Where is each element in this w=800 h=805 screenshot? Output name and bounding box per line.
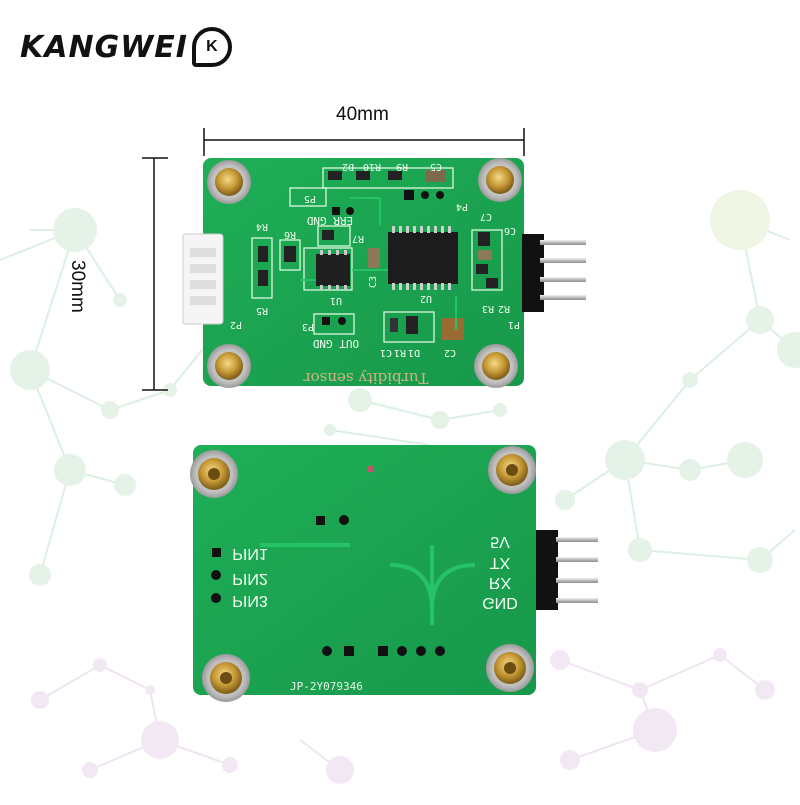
height-dimension-line [142, 157, 168, 391]
label-r4: R4 [256, 221, 268, 232]
front-mount-hole-tl [207, 160, 251, 204]
label-u1: U1 [330, 295, 342, 306]
label-r2: R2 [498, 303, 510, 314]
ic-u1 [316, 250, 350, 290]
serial-number: JP-2Y079346 [290, 680, 363, 693]
label-p5: P5 [304, 193, 316, 204]
label-c6: C6 [504, 225, 516, 236]
label-c3: C3 [368, 276, 379, 288]
front-pin-header [522, 234, 586, 312]
label-c1: C1 [380, 347, 392, 358]
back-right-pin-labels: 5V TX RX GND [482, 533, 518, 611]
back-traces [260, 543, 476, 625]
label-r5: R5 [256, 305, 268, 316]
pin3-label: PIN3 [232, 592, 268, 609]
front-mount-hole-bl [207, 344, 251, 388]
label-r6: R6 [284, 229, 296, 240]
front-mount-hole-tr [478, 158, 522, 202]
back-left-pin-labels: PIN1 PIN2 PIN3 [232, 545, 268, 609]
label-d2: D2 [342, 161, 354, 172]
pin-5v-label: 5V [490, 533, 510, 550]
back-standoff-tl [190, 450, 238, 498]
ic-u2 [388, 226, 458, 290]
back-standoff-br [486, 644, 534, 692]
back-standoff-tr [488, 446, 536, 494]
background-network [0, 190, 800, 784]
pin-tx-label: TX [490, 554, 511, 571]
brand-logo: KANGWEI K [20, 22, 232, 72]
label-d1: D1 [408, 347, 420, 358]
back-pin-header [536, 530, 598, 610]
label-out-gnd: OUT GND [313, 337, 359, 350]
front-board: D2 R10 R9 C5 P5 ERR GND R7 C7 C6 R4 R6 U… [182, 158, 586, 388]
back-board: PIN1 PIN2 PIN3 5V TX RX GND JP-2Y079346 [190, 445, 598, 702]
label-p3: P3 [302, 321, 314, 332]
pin1-label: PIN1 [232, 545, 268, 562]
back-standoff-bl [202, 654, 250, 702]
label-r7: R7 [352, 233, 364, 244]
pin-gnd-label: GND [482, 594, 518, 611]
smd-components [258, 170, 498, 340]
width-dimension-label: 40mm [336, 104, 389, 125]
back-pads [211, 466, 445, 656]
label-err-gnd: ERR GND [307, 214, 353, 227]
front-silkscreen: D2 R10 R9 C5 P5 ERR GND R7 C7 C6 R4 R6 U… [230, 161, 520, 358]
height-dimension-label: 30mm [67, 260, 88, 313]
label-c2: C2 [444, 347, 456, 358]
label-p4: P4 [456, 201, 468, 212]
label-r3: R3 [482, 303, 494, 314]
sensor-label: Turbidity sensor [303, 369, 429, 387]
pin2-label: PIN2 [232, 570, 268, 587]
label-r10: R10 [363, 161, 381, 172]
label-r1: R1 [394, 347, 406, 358]
front-header-pads [322, 190, 444, 325]
label-u2: U2 [420, 293, 432, 304]
pin-rx-label: RX [489, 574, 512, 591]
width-dimension-line [203, 128, 525, 156]
label-c5: C5 [430, 161, 442, 172]
label-r9: R9 [396, 161, 408, 172]
label-p1: P1 [508, 319, 520, 330]
label-p2: P2 [230, 319, 242, 330]
front-mount-hole-br [474, 344, 518, 388]
brand-badge: K [191, 27, 232, 67]
brand-name: KANGWEI [20, 29, 188, 65]
pcb-traces [300, 197, 457, 330]
label-c7: C7 [480, 211, 492, 222]
